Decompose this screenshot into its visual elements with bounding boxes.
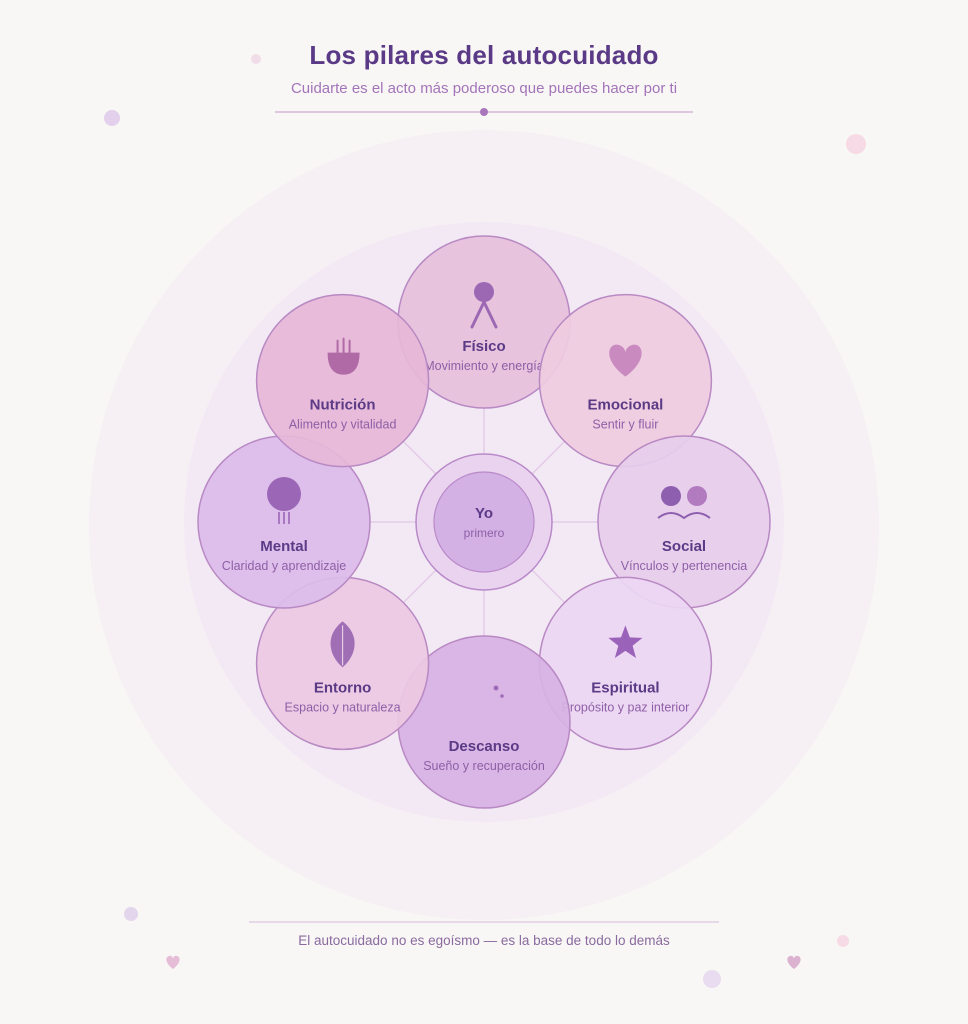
pillar-circle [255,293,430,468]
heart-icon [166,955,180,969]
center-inner-circle [433,471,535,573]
center-title: Yo [475,505,493,522]
footer-text: El autocuidado no es egoísmo — es la bas… [298,933,670,948]
pillar-title: Social [662,538,706,555]
pillar-title: Emocional [587,397,663,414]
center-subtitle: primero [464,526,505,540]
heart-icon [787,955,801,969]
pillar-title: Espiritual [591,679,659,696]
bowl-icon [327,337,360,375]
pillar-subtitle: Vínculos y pertenencia [621,559,748,573]
connector-line [402,569,437,604]
decor-dot [104,110,120,126]
decor-dot [251,54,261,64]
pillar-subtitle: Movimiento y energía [424,359,544,373]
connector-lines [370,408,598,636]
pillar-title: Entorno [314,679,372,696]
connector-line [531,440,566,475]
leaf-icon [330,621,355,668]
pillar-title: Físico [462,338,505,355]
page-subtitle: Cuidarte es el acto más poderoso que pue… [290,80,678,97]
pillar-subtitle: Sentir y fluir [592,418,658,432]
decor-dot [703,970,721,988]
center-node: Yo primero [415,453,553,591]
connector-line [402,440,437,475]
pillar-subtitle: Claridad y aprendizaje [222,559,346,573]
people-icon [657,486,711,520]
pillar-subtitle: Sueño y recuperación [423,759,545,773]
pillar-title: Mental [260,538,308,555]
connector-line [531,569,566,604]
pillar-title: Nutrición [310,397,376,414]
pillar-subtitle: Alimento y vitalidad [289,418,397,432]
header-divider-dot [480,108,488,116]
heart-icon [609,344,642,377]
star-icon [608,625,643,658]
decor-dot [846,134,866,154]
decor-dot [124,907,138,921]
pillar-subtitle: Propósito y paz interior [561,700,689,714]
decor-dot [837,935,849,947]
page-title: Los pilares del autocuidado [309,40,659,70]
brain-icon [267,477,301,524]
moon-icon [472,685,504,718]
person-icon [470,282,498,329]
pillar-subtitle: Espacio y naturaleza [285,700,401,714]
pillar-title: Descanso [449,738,520,755]
